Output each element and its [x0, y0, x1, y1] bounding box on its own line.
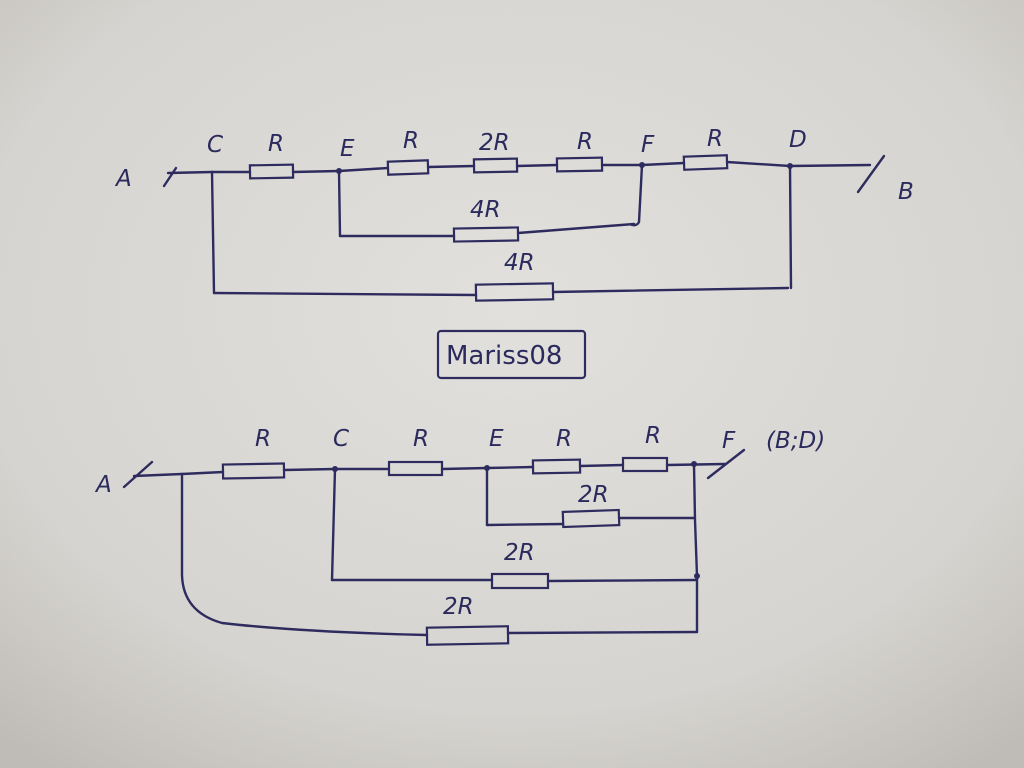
node-label-f: F — [641, 132, 655, 158]
wire-res-e — [291, 169, 341, 174]
wire2-c-down — [330, 467, 337, 582]
terminal2-f-tick — [706, 448, 746, 480]
resistor-label-c-d-parallel: 4R — [504, 250, 535, 276]
resistor2-label-a-f-parallel: 2R — [443, 594, 474, 620]
node2-label-c: C — [333, 426, 349, 452]
node2-label-f: F — [722, 428, 736, 454]
terminal-a-tick — [162, 166, 178, 188]
resistor2-top-1 — [221, 462, 286, 480]
resistor-c-e — [248, 163, 295, 180]
resistor2-label-e-f-parallel: 2R — [578, 482, 609, 508]
wire2-cf-right — [546, 578, 699, 583]
terminal2-a-tick — [122, 460, 154, 489]
resistor-label-e-2: 2R — [479, 130, 510, 156]
resistor2-top-3 — [531, 458, 582, 475]
node2-label-f-note: (B;D) — [766, 428, 825, 454]
wire2-res-c — [282, 467, 337, 472]
node-label-d: D — [789, 127, 807, 153]
resistor-e-2 — [472, 157, 519, 174]
wire2-node-res — [180, 470, 225, 476]
wire2-res-res — [578, 463, 625, 468]
resistor2-label-c-f-parallel: 2R — [504, 540, 535, 566]
wire-d-down — [788, 164, 793, 290]
wire2-e-res — [485, 465, 535, 470]
watermark-text: Mariss08 — [446, 341, 562, 371]
node2-label-e: E — [489, 426, 504, 452]
wire-cd-bottom-left — [212, 291, 478, 297]
resistor-e-f-parallel — [452, 226, 520, 243]
resistor2-label-top-3: R — [556, 426, 572, 452]
resistor-c-d-parallel — [474, 282, 555, 302]
wire-f-down — [630, 163, 644, 227]
resistor-e-1 — [386, 159, 430, 176]
resistor2-c-f-parallel — [490, 572, 550, 590]
wire-res-res-2 — [515, 163, 559, 168]
resistor-label-f-d: R — [707, 126, 723, 152]
wire2-a-c — [132, 472, 184, 478]
wire-ef-bottom-right — [516, 222, 636, 235]
terminal-b-tick — [856, 154, 886, 194]
resistor2-label-top-1: R — [255, 426, 271, 452]
resistor2-a-f-parallel — [425, 625, 510, 646]
resistor2-top-4 — [621, 456, 669, 473]
node-label-b: B — [898, 179, 914, 205]
resistor-label-e-f-parallel: 4R — [470, 197, 501, 223]
node2-label-a: A — [94, 472, 112, 498]
wire2-a-down-curve — [180, 472, 429, 637]
wire-e-down — [337, 169, 342, 238]
node-label-e: E — [340, 136, 355, 162]
wire-a-c — [166, 170, 214, 175]
resistor-label-e-3: R — [577, 129, 593, 155]
wire2-right-bus — [692, 462, 699, 634]
wire-res-d — [725, 160, 792, 168]
resistor2-top-2 — [387, 460, 444, 477]
wire2-res-e — [440, 466, 489, 471]
wire-f-res — [640, 161, 686, 167]
resistor-f-d — [682, 154, 729, 171]
node-label-a: A — [114, 166, 132, 192]
wire-e-res — [337, 166, 390, 173]
circuit-1: A C E F D B R R 2R R R 4R 4R — [114, 126, 914, 302]
wire2-af-right — [506, 630, 699, 635]
wire2-ef-left — [485, 522, 565, 527]
wire-c-down — [210, 170, 216, 295]
resistor-label-e-1: R — [403, 128, 419, 154]
node-label-c: C — [207, 132, 223, 158]
wire-d-b — [788, 163, 872, 168]
resistor2-label-top-2: R — [413, 426, 429, 452]
wire-cd-bottom-right — [551, 286, 790, 294]
watermark-badge: Mariss08 — [436, 329, 587, 380]
resistor-label-c-e: R — [268, 131, 284, 157]
resistor2-label-top-4: R — [645, 423, 661, 449]
circuit-2: A C E F (B;D) R R R R 2R 2R 2R — [94, 423, 825, 646]
resistor2-e-f-parallel — [561, 508, 621, 529]
wire-res-res — [426, 164, 476, 169]
watermark-frame — [436, 329, 587, 380]
resistor-e-3 — [555, 156, 604, 173]
